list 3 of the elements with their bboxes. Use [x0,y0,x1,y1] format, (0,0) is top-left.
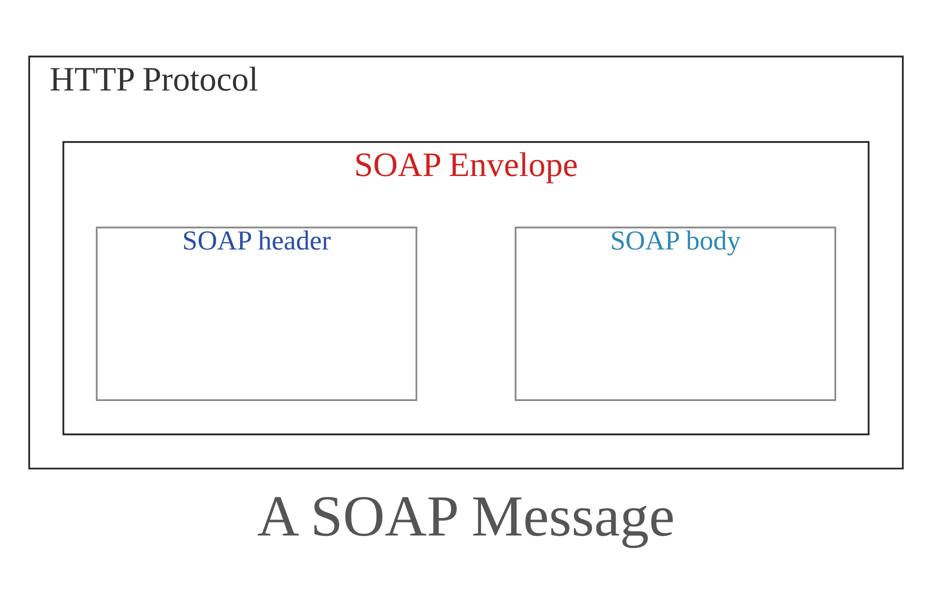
node-box: SOAP body [514,226,836,402]
caption: A SOAP Message [257,484,675,549]
node-box: SOAP header [96,226,418,402]
